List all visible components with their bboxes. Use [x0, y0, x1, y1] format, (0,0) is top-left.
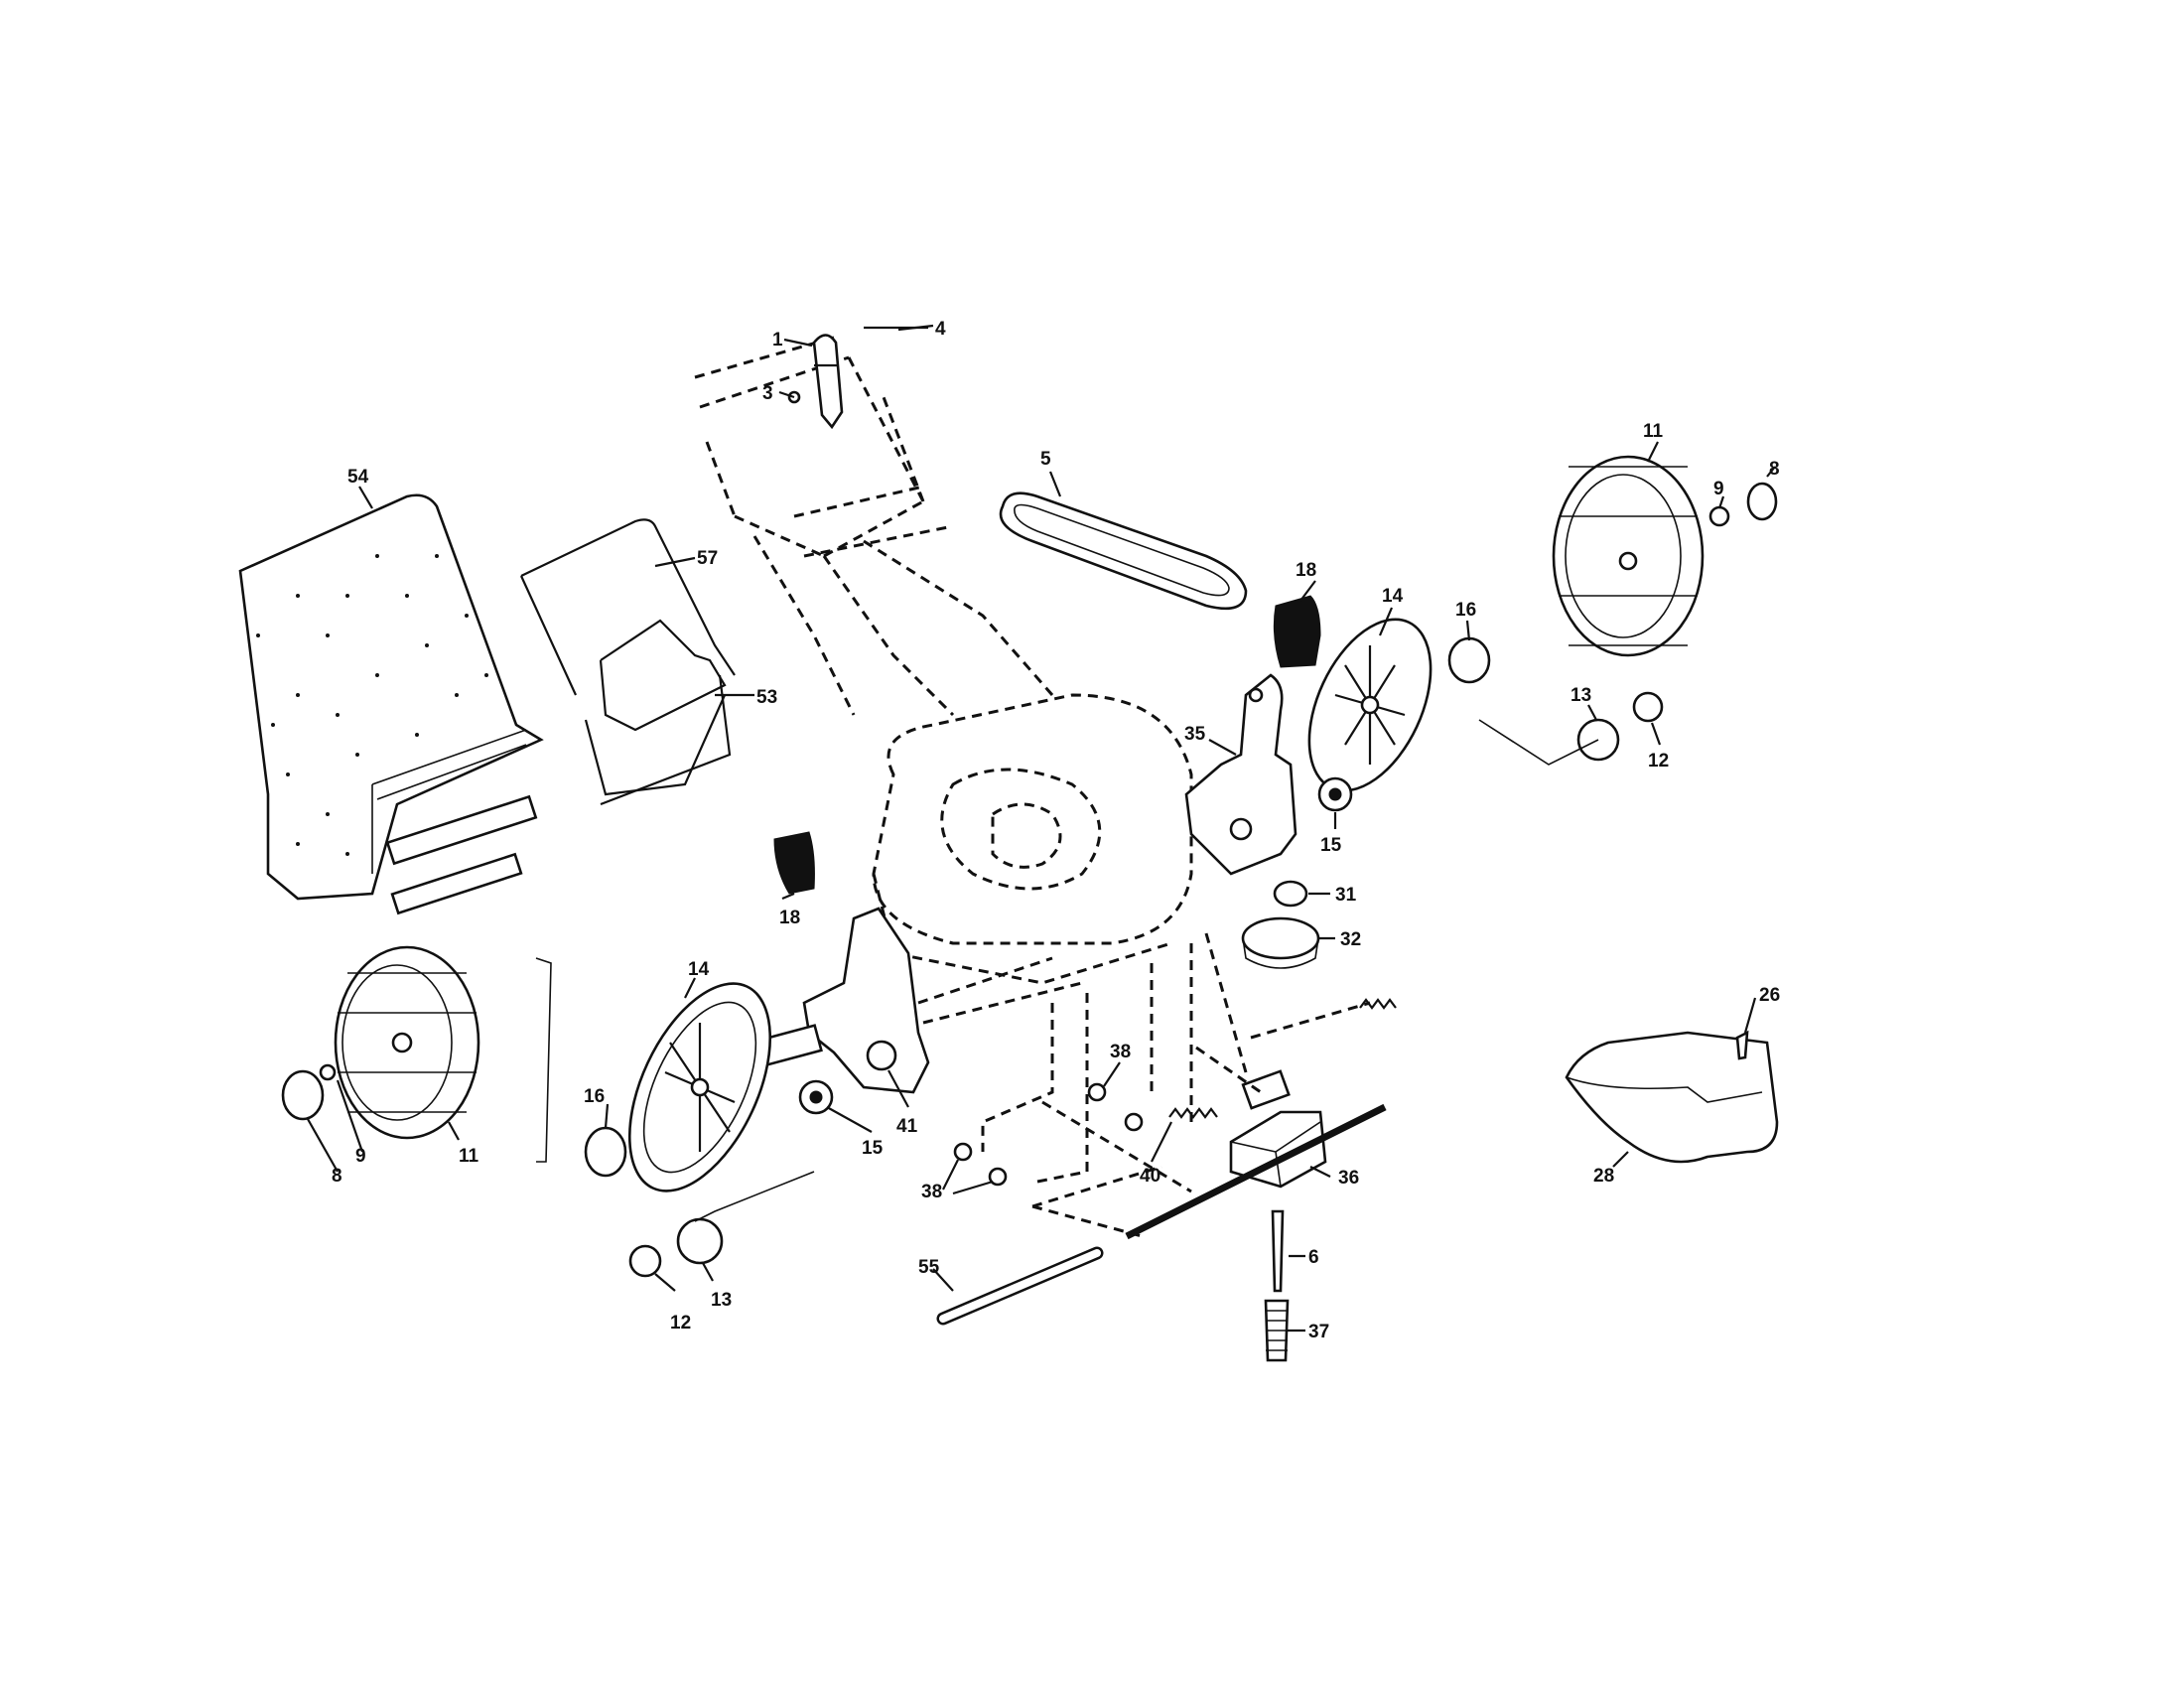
callout-9-right: 9	[1713, 479, 1724, 499]
hubcap-nut-right	[1708, 505, 1730, 527]
gear-left	[798, 1079, 834, 1115]
callout-14-right: 14	[1382, 586, 1404, 607]
height-adjuster-right	[1184, 673, 1297, 876]
grass-bag	[238, 493, 544, 915]
callout-11-right: 11	[1643, 421, 1664, 442]
deck-outline	[872, 693, 1193, 985]
drive-belt	[999, 491, 1248, 611]
callout-16-left: 16	[584, 1086, 605, 1107]
height-adjuster-left	[755, 907, 930, 1094]
drive-pinion-left	[676, 1217, 724, 1265]
callout-54: 54	[347, 467, 369, 488]
tire-right	[1552, 455, 1705, 657]
hubcap-left	[281, 1069, 325, 1121]
shaft-6	[1271, 1209, 1285, 1293]
callout-14-left: 14	[688, 959, 710, 980]
callout-31: 31	[1335, 885, 1357, 906]
callout-26: 26	[1759, 985, 1780, 1006]
clip-left	[628, 1244, 662, 1278]
gear-right	[1317, 776, 1353, 812]
callout-12-left: 12	[670, 1313, 691, 1333]
callout-13-right: 13	[1570, 685, 1591, 706]
wheel-hub-right	[1307, 618, 1433, 792]
callout-18-left: 18	[779, 908, 800, 928]
callout-28: 28	[1593, 1166, 1614, 1187]
callout-8-left: 8	[332, 1166, 342, 1187]
tire-left	[334, 945, 480, 1140]
callout-18-right: 18	[1296, 560, 1316, 581]
callout-38-upper: 38	[1110, 1042, 1131, 1062]
wheel-cap-right	[1273, 595, 1321, 668]
axle	[1125, 1103, 1387, 1240]
washer-left	[584, 1126, 627, 1178]
callout-57: 57	[697, 548, 718, 569]
washer-right	[1447, 636, 1491, 684]
callout-36: 36	[1338, 1168, 1359, 1189]
callout-13-left: 13	[711, 1290, 732, 1311]
knob-31	[1273, 880, 1308, 908]
clip-right	[1632, 691, 1664, 723]
callout-41: 41	[896, 1116, 918, 1137]
spring-40	[1168, 1107, 1218, 1119]
transmission	[1229, 1069, 1327, 1189]
callout-5: 5	[1040, 449, 1051, 470]
handle-assembly-outline	[694, 326, 1054, 717]
callout-1: 1	[772, 330, 783, 351]
hubcap-nut-left	[319, 1063, 337, 1081]
callout-12-right: 12	[1648, 751, 1669, 772]
callout-15-left: 15	[862, 1138, 884, 1159]
callout-15-right: 15	[1320, 835, 1342, 856]
callout-37: 37	[1308, 1322, 1329, 1342]
callout-labels: 1 3 4 5 54 57 53 18 14 16 11 9 8 13 12 3…	[332, 319, 1780, 1342]
callout-4: 4	[935, 319, 946, 340]
callout-32: 32	[1340, 929, 1361, 950]
callout-55: 55	[918, 1257, 940, 1278]
grass-bag-frame	[520, 518, 736, 806]
wheel-hub-left	[627, 982, 772, 1193]
callout-40: 40	[1140, 1166, 1160, 1187]
callout-16-right: 16	[1455, 600, 1476, 621]
callout-35: 35	[1184, 724, 1206, 745]
callout-3: 3	[762, 383, 773, 404]
callout-11-left: 11	[459, 1146, 479, 1167]
leader-lines	[307, 324, 1776, 1333]
callout-38-lower: 38	[921, 1182, 942, 1202]
callout-6: 6	[1308, 1247, 1319, 1268]
connector-lines	[535, 719, 1599, 1238]
handle-bracket-1	[812, 334, 844, 430]
cup-32	[1241, 916, 1320, 960]
discharge-chute	[1565, 1030, 1779, 1164]
callout-9-left: 9	[355, 1146, 366, 1167]
callout-8-right: 8	[1769, 459, 1780, 480]
wheel-cap-left	[773, 831, 815, 895]
callout-53: 53	[756, 687, 777, 708]
hubcap-right	[1746, 482, 1778, 521]
